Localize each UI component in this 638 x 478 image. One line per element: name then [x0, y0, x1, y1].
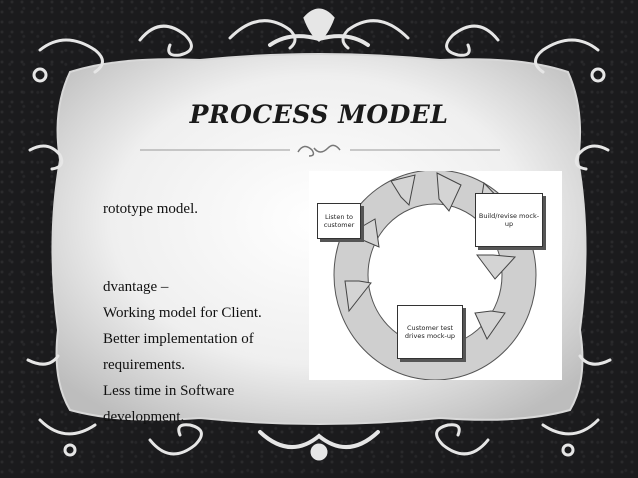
list-item: Better implementation of	[103, 331, 254, 347]
listen-to-customer-box: Listen to customer	[317, 203, 361, 239]
list-item: development.	[103, 409, 185, 425]
side-ornaments	[26, 67, 612, 366]
bottom-ornament	[38, 418, 600, 461]
top-ornament	[38, 8, 600, 74]
slide-title: PROCESS MODEL	[189, 100, 449, 129]
customer-test-box: Customer test drives mock-up	[397, 305, 463, 359]
list-item: Less time in Software	[103, 383, 235, 399]
swirl-divider-icon	[140, 144, 500, 157]
bullet-list: rototype model. dvantage – Working model…	[103, 196, 262, 430]
list-item: dvantage –	[103, 279, 169, 295]
list-item: requirements.	[103, 357, 186, 373]
build-revise-box: Build/revise mock-up	[475, 193, 543, 247]
prototype-cycle-diagram: Listen to customer Build/revise mock-up …	[309, 171, 562, 380]
list-item: rototype model.	[103, 201, 198, 217]
list-item: Working model for Client.	[103, 305, 262, 321]
